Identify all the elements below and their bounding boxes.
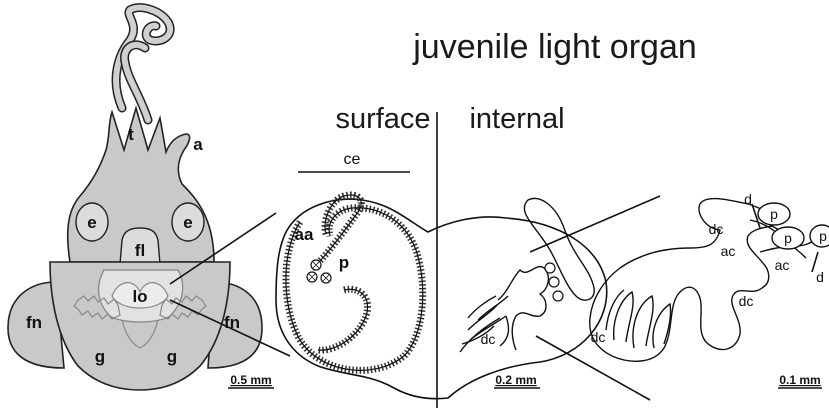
panel-title-internal: internal: [469, 103, 564, 135]
label-dc-internal: dc: [481, 331, 496, 347]
panel-title-surface: surface: [335, 103, 430, 135]
crypt-detail-lobes: [606, 290, 671, 348]
label-d-top: d: [744, 191, 752, 207]
light-organ-section: ce aa p dc 0.2 mm: [276, 112, 607, 408]
label-dc-zoom-left: dc: [591, 329, 606, 345]
squid-drawing: t a e e fl lo fn fn g g 0.5 mm: [8, 8, 274, 390]
tentacle: [116, 8, 170, 120]
scale-label-zoom: 0.1 mm: [779, 373, 820, 387]
label-fl: fl: [135, 241, 145, 260]
label-dc-right: dc: [739, 293, 754, 309]
label-g-right: g: [167, 347, 177, 366]
label-p3: p: [819, 228, 827, 244]
crypt-detail: d d p p p dc ac ac dc dc 0.1 mm: [590, 191, 829, 388]
figure-title: juvenile light organ: [412, 28, 697, 66]
label-ce: ce: [344, 151, 361, 168]
label-t: t: [128, 125, 134, 144]
label-ac-right: ac: [775, 257, 790, 273]
label-aa: aa: [295, 225, 314, 244]
label-ac-top: ac: [721, 243, 736, 259]
scale-label-squid: 0.5 mm: [230, 373, 271, 387]
label-d-right: d: [816, 269, 824, 285]
crypt-detail-outline: [590, 199, 772, 362]
label-lo: lo: [132, 287, 147, 306]
label-fn-left: fn: [26, 313, 42, 332]
label-g-left: g: [95, 347, 105, 366]
label-e-left: e: [87, 213, 96, 232]
label-p1: p: [770, 206, 778, 222]
label-a: a: [193, 135, 203, 154]
label-e-right: e: [183, 213, 192, 232]
scale-label-internal: 0.2 mm: [495, 373, 536, 387]
label-dc-top: dc: [709, 221, 724, 237]
label-p2: p: [784, 230, 792, 246]
label-p-surface: p: [339, 253, 349, 272]
